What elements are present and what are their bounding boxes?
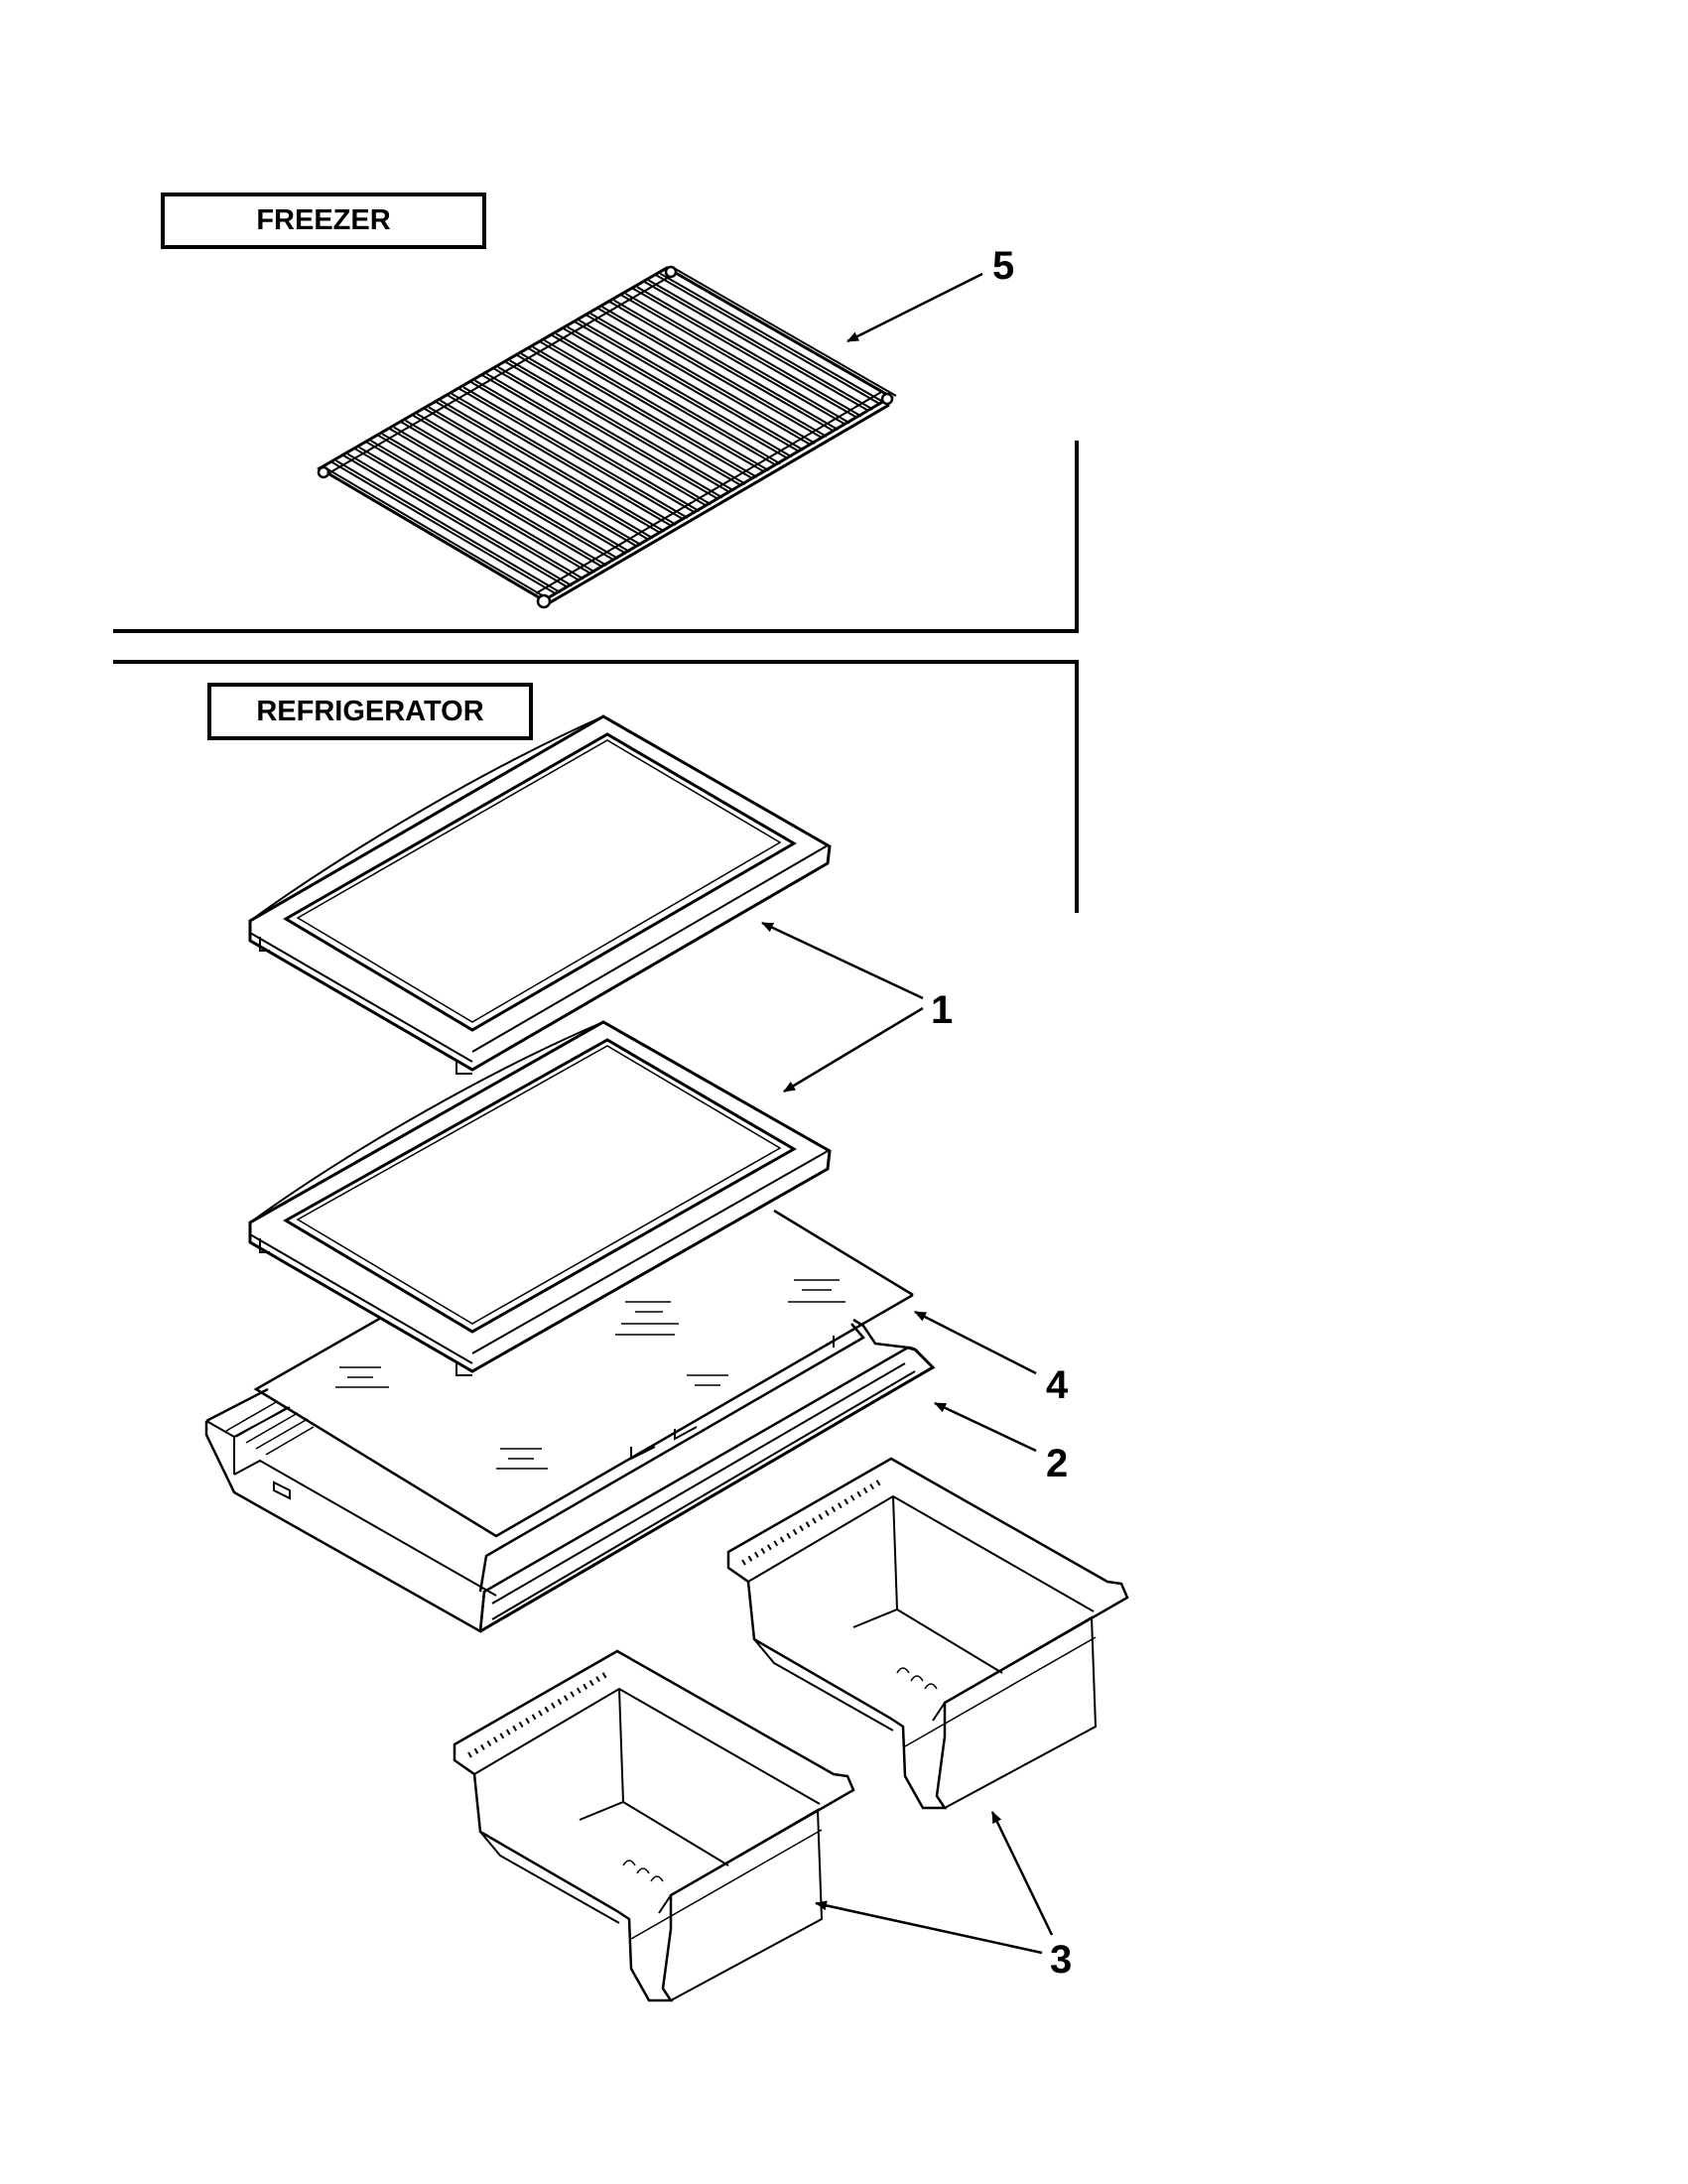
callout-crisper-drawers: 3 — [1050, 1938, 1073, 1982]
callout-wire-shelf: 5 — [992, 244, 1015, 288]
section-dividers — [113, 441, 1079, 913]
leader-5 — [846, 272, 983, 343]
callout-crisper-cover-frame: 2 — [1046, 1442, 1069, 1485]
shelf-rods — [319, 266, 897, 601]
leader-arrows — [761, 272, 1054, 1955]
crisper-drawer-left — [453, 1649, 855, 2002]
callout-glass-insert: 4 — [1046, 1363, 1069, 1407]
leader-1-lower — [783, 1006, 924, 1093]
crisper-drawer-right — [726, 1457, 1129, 1810]
rim-texture-left — [467, 1672, 607, 1758]
crisper-cover-frame — [204, 1318, 936, 1634]
leader-4 — [914, 1310, 1037, 1375]
leader-1-upper — [761, 921, 924, 1000]
wire-shelf — [317, 265, 897, 609]
leader-3-right — [990, 1811, 1054, 1936]
glass-shelf-upper — [248, 714, 832, 1075]
callout-glass-shelves: 1 — [931, 988, 954, 1032]
refrigerator-section-label: REFRIGERATOR — [207, 683, 533, 740]
freezer-section-label: FREEZER — [161, 193, 486, 249]
glass-insert — [253, 1209, 914, 1538]
rim-texture-right — [741, 1479, 881, 1566]
leader-2 — [934, 1401, 1037, 1453]
glass-shelf-lower — [248, 1020, 832, 1376]
leader-3-left — [815, 1900, 1043, 1955]
